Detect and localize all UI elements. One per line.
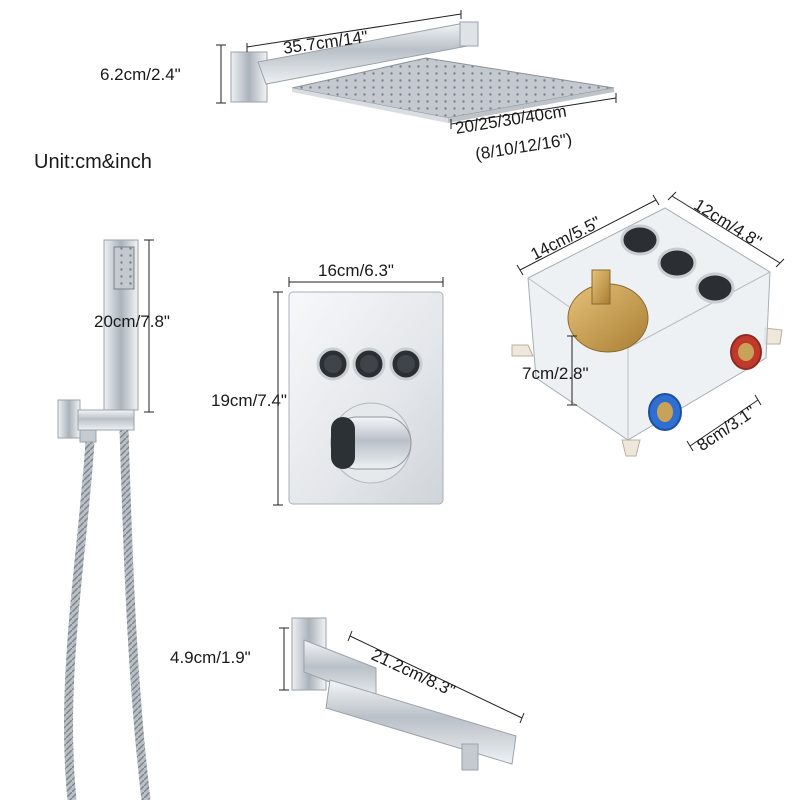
valve-box-dimension-lines — [516, 191, 785, 452]
handheld-dimension-line — [144, 239, 154, 413]
push-button-3 — [389, 347, 423, 381]
rain-dimension-lines — [216, 10, 617, 129]
control-panel — [288, 291, 444, 505]
spout-dimension-lines — [279, 627, 525, 724]
push-button-2 — [352, 347, 386, 381]
push-button-1 — [316, 347, 350, 381]
valve-box-height-label: 7cm/2.8" — [522, 364, 589, 383]
panel-dimension-lines — [273, 277, 444, 506]
unit-label: Unit:cm&inch — [34, 151, 152, 173]
thermostat-knob — [330, 402, 412, 484]
handheld-length-label: 20cm/7.8" — [94, 312, 170, 331]
panel-height-label: 19cm/7.4" — [211, 391, 287, 410]
arm-height-label: 6.2cm/2.4" — [100, 65, 181, 84]
spout-height-label: 4.9cm/1.9" — [170, 648, 251, 667]
valve-box — [511, 207, 783, 457]
rain-shower-icon — [230, 21, 615, 123]
panel-width-label: 16cm/6.3" — [318, 261, 394, 280]
handheld-icon — [57, 239, 151, 800]
tub-spout-icon — [291, 617, 517, 771]
